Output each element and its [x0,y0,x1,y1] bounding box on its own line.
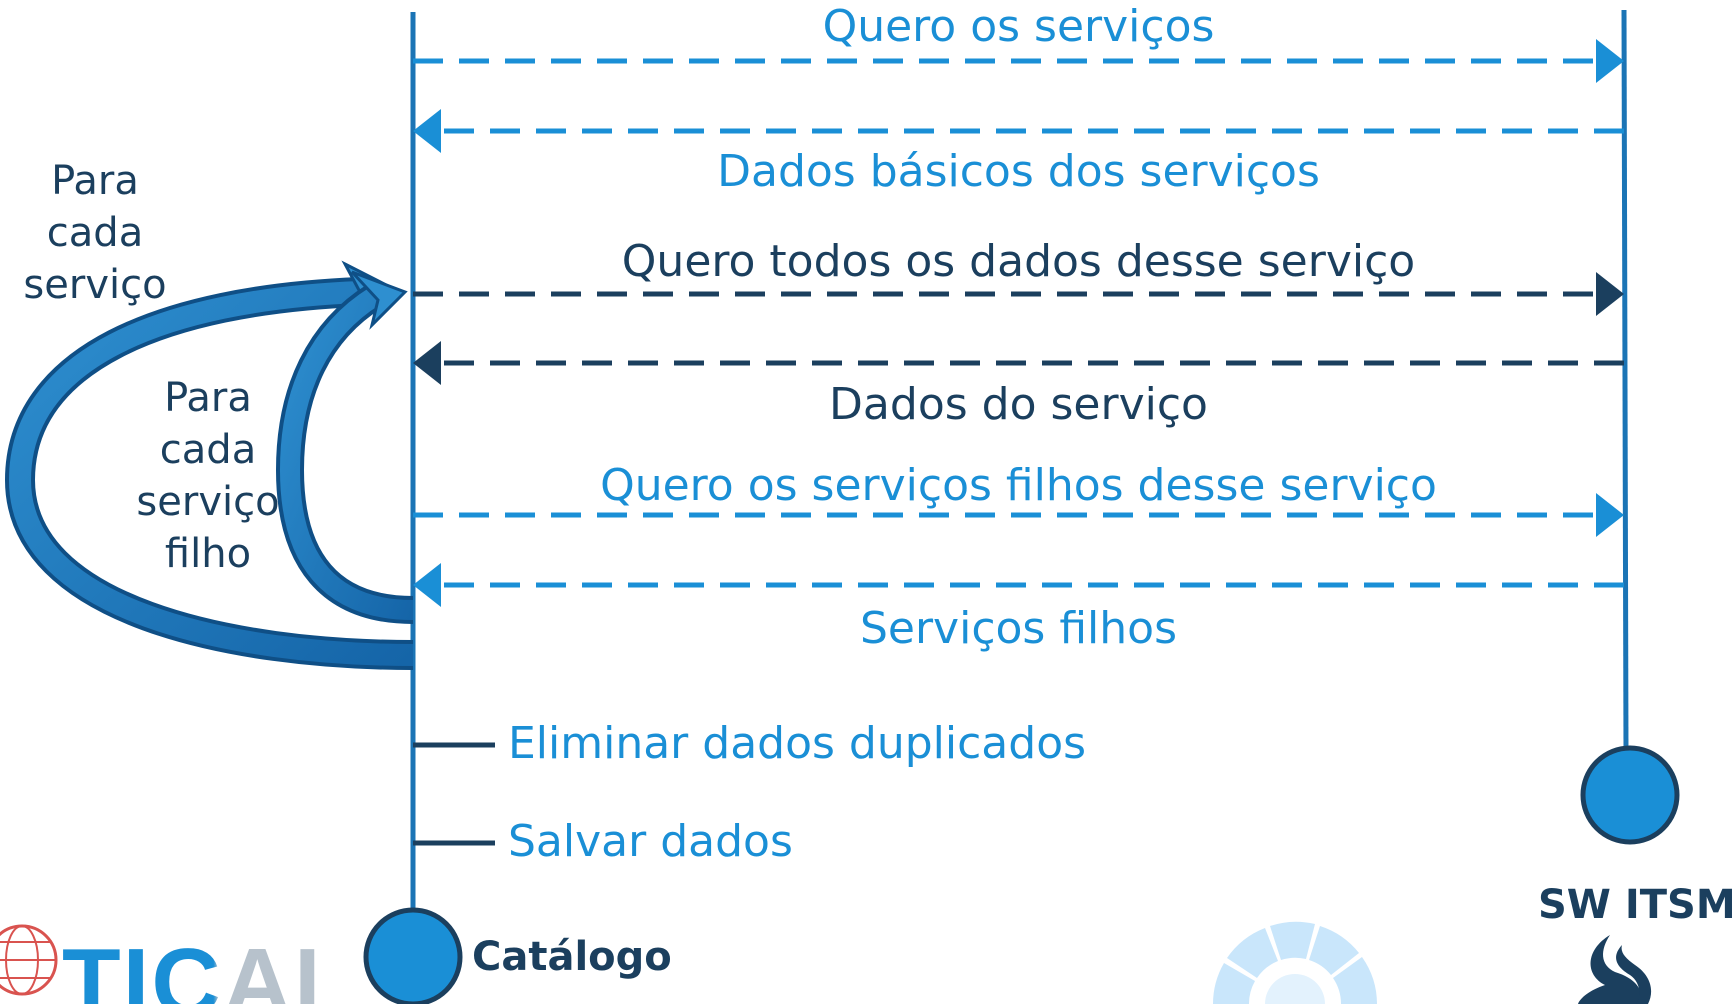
message-5-label: Quero os serviços filhos desse serviço [600,460,1437,511]
message-5-arrow [413,493,1624,537]
message-4-label: Dados do serviço [829,379,1208,430]
message-3-arrow [413,272,1624,316]
sw-itsm-actor-circle [1580,745,1680,845]
globe-icon [0,924,58,996]
catalogo-actor-circle [363,907,463,1004]
message-6-label: Serviços filhos [859,603,1178,654]
sw-itsm-actor-label: SW ITSM [1538,882,1733,928]
inner-loop-label: Para cada serviço filho [136,375,280,577]
catalogo-actor-label: Catálogo [472,934,672,980]
message-2-arrow [413,109,1624,153]
message-1-arrow [413,39,1624,83]
step-1-label: Eliminar dados duplicados [508,718,1087,769]
ticai-logo-text: TICAI [62,935,323,1004]
step-2-label: Salvar dados [508,816,793,867]
ticai-logo: TICAI [62,935,323,1004]
sw-itsm-lifeline [1621,9,1629,756]
message-2-label: Dados básicos dos serviços [717,146,1320,197]
radial-emblem-icon [1213,921,1377,1004]
inner-loop-arrow [275,270,414,624]
outer-loop-label: Para cada serviço [23,158,167,308]
flame-logo-icon [1578,935,1652,1004]
message-1-label: Quero os serviços [822,1,1215,52]
message-3-label: Quero todos os dados desse serviço [621,236,1416,287]
message-6-arrow [413,563,1624,607]
message-4-arrow [413,341,1624,385]
